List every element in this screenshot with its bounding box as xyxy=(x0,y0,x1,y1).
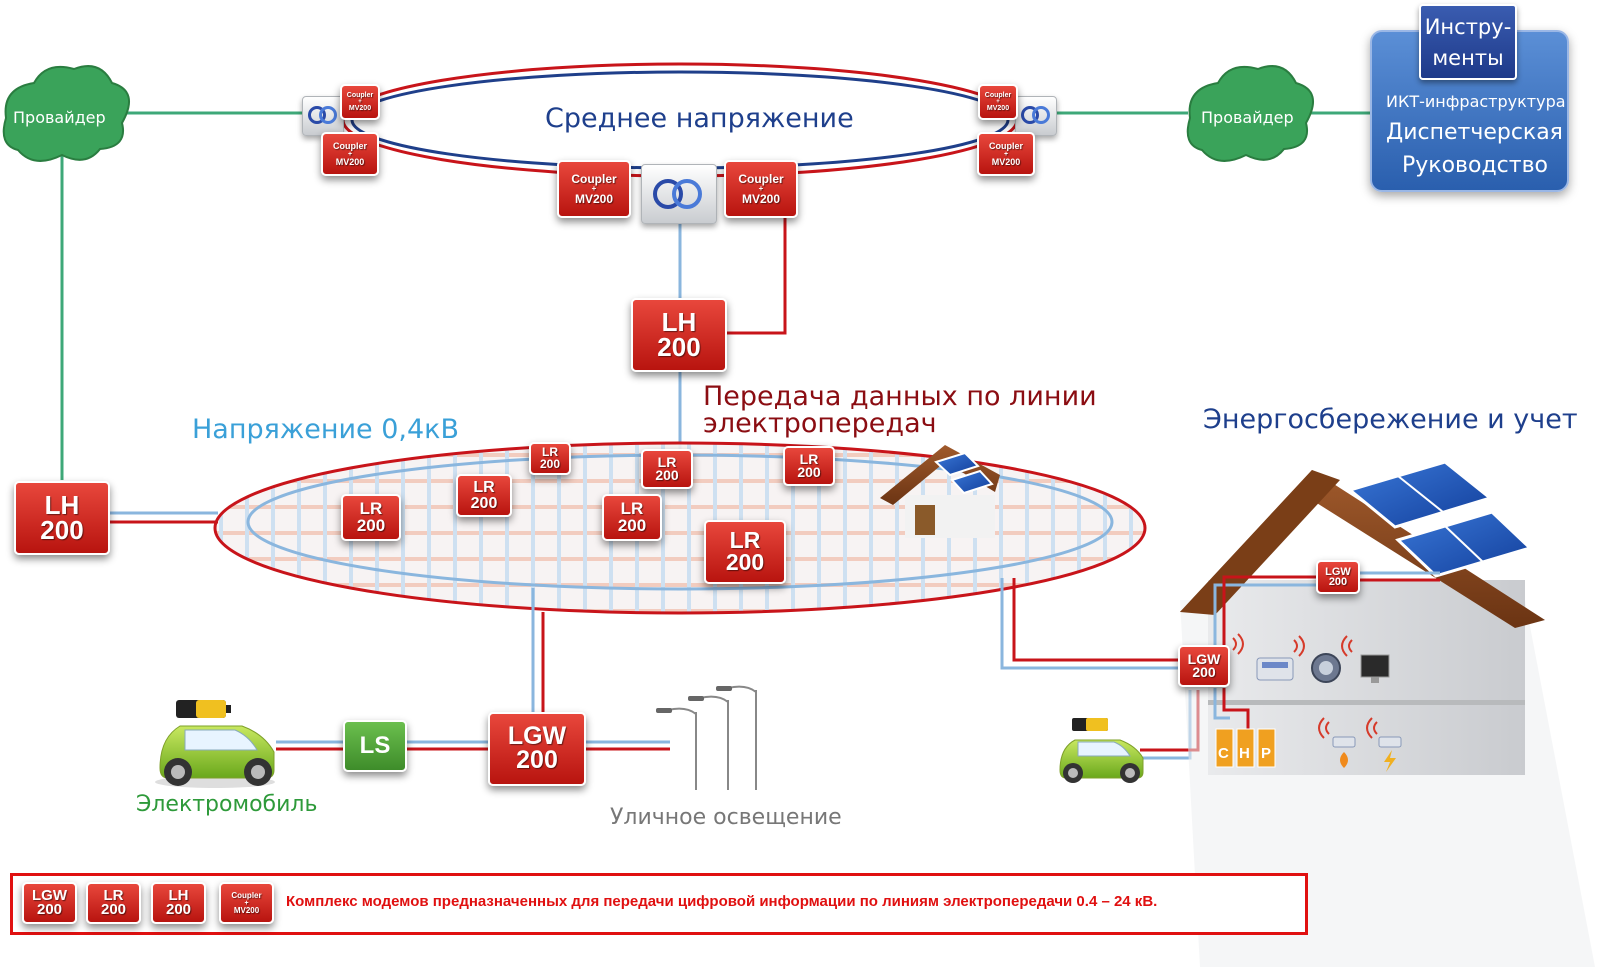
cloud-icon xyxy=(2,65,131,162)
provider-label: Провайдер xyxy=(1201,108,1294,127)
emobile-label: Электромобиль xyxy=(136,792,318,817)
ls-device: LS xyxy=(343,720,407,772)
cloud-icon xyxy=(1186,65,1315,162)
flame-icon xyxy=(1332,736,1356,768)
tools-tab: Инстру- менты xyxy=(1419,4,1517,80)
chp-c: C xyxy=(1218,745,1229,762)
legend-text: Комплекс модемов предназначенных для пер… xyxy=(286,893,1158,910)
medium-voltage-title: Среднее напряжение xyxy=(545,103,854,134)
meter-icon xyxy=(1256,653,1341,683)
lh-left-links xyxy=(110,511,218,524)
coupler-mv200-device: Coupler+MV200 xyxy=(977,132,1035,176)
energy-title: Энергосбережение и учет xyxy=(1203,404,1578,435)
chp-blocks xyxy=(1215,728,1276,768)
monitor-icon xyxy=(1360,654,1390,683)
provider-label: Провайдер xyxy=(13,108,106,127)
low-voltage-title: Напряжение 0,4кВ xyxy=(192,414,459,445)
management-label: Руководство xyxy=(1402,153,1549,178)
coupler-mv200-device: Coupler+MV200 xyxy=(724,160,798,218)
house-icon xyxy=(880,445,1000,538)
lh-top-links xyxy=(678,215,787,450)
battery-icon xyxy=(1072,718,1108,731)
solar-panel-icon xyxy=(1346,460,1533,578)
coupler-mv200-device: Coupler+MV200 xyxy=(557,160,631,218)
lightning-icon xyxy=(1378,736,1402,772)
bottom-links xyxy=(276,588,670,751)
chp-h: H xyxy=(1239,745,1250,762)
solar-panel-icon xyxy=(934,451,994,495)
ict-infrastructure-label: ИКТ-инфраструктура xyxy=(1386,92,1566,111)
coupler-mv200-device: Coupler+MV200 xyxy=(321,132,379,176)
tools-label-line1: Инстру- xyxy=(1424,15,1512,39)
transformer-icon xyxy=(1015,96,1057,136)
plc-title-line2: электропередач xyxy=(703,408,937,439)
coupler-mv200-device: Coupler+MV200 xyxy=(978,84,1018,120)
transformer-icon xyxy=(302,96,344,136)
street-light-heads xyxy=(656,686,732,713)
plc-title: Передача данных по линии электропередач xyxy=(703,383,1097,437)
dispatch-label: Диспетчерская xyxy=(1386,120,1563,145)
electric-car-icon xyxy=(155,725,275,788)
transformer-icon xyxy=(641,164,717,224)
provider-links xyxy=(60,111,1372,480)
chp-p: P xyxy=(1261,745,1272,762)
tools-panel: ИКТ-инфраструктура Диспетчерская Руковод… xyxy=(1370,30,1569,192)
battery-icon xyxy=(176,700,231,718)
wifi-icon xyxy=(1232,633,1378,739)
legend-coupler: Coupler+MV200 xyxy=(219,882,274,924)
street-lighting-label: Уличное освещение xyxy=(610,805,842,830)
street-light-icon xyxy=(667,685,757,790)
plc-title-line1: Передача данных по линии xyxy=(703,381,1097,412)
electric-car-icon xyxy=(1059,739,1144,783)
tools-label-line2: менты xyxy=(1432,46,1504,70)
coupler-mv200-device: Coupler+MV200 xyxy=(340,84,380,120)
